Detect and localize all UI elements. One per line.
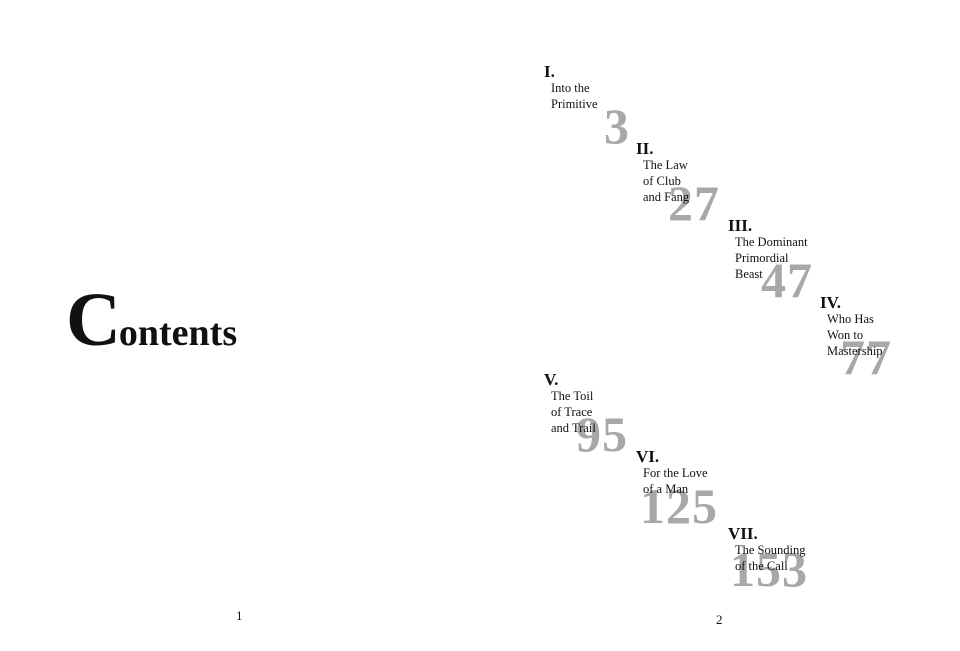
chapter-numeral: VII. xyxy=(728,524,758,543)
left-page: Contents 1 xyxy=(66,282,243,623)
chapter-numeral: II. xyxy=(636,139,654,158)
folio-right: 2 xyxy=(716,612,723,627)
toc-entry-2[interactable]: 27 II. The Law of Club and Fang xyxy=(636,139,766,228)
chapter-numeral: I. xyxy=(544,62,555,81)
right-page: 3 I. Into the Primitive 27 II. The Law o… xyxy=(480,0,960,651)
chapter-numeral: III. xyxy=(728,216,753,235)
toc-entry-5[interactable]: 95 V. The Toil of Trace and Trail xyxy=(544,370,674,459)
chapter-title: For the Love of a Man xyxy=(643,466,708,496)
chapter-title: Into the Primitive xyxy=(551,81,598,111)
chapter-title: The Toil of Trace and Trail xyxy=(551,389,596,435)
chapter-numeral: IV. xyxy=(820,293,841,312)
page-number: 77 xyxy=(840,329,892,385)
toc-entry-7[interactable]: 153 VII. The Sounding of the Call xyxy=(728,525,858,605)
page-number: 27 xyxy=(668,175,720,231)
folio-left: 1 xyxy=(236,608,243,623)
contents-heading-initial: C xyxy=(66,278,121,362)
chapter-title: Who Has Won to Mastership xyxy=(827,312,883,358)
chapter-title: The Law of Club and Fang xyxy=(643,158,690,204)
chapter-numeral: V. xyxy=(544,370,559,389)
chapter-numeral: VI. xyxy=(636,447,660,466)
page-number: 153 xyxy=(730,541,808,597)
toc-entry-1[interactable]: 3 I. Into the Primitive xyxy=(544,62,674,151)
contents-heading-rest: ontents xyxy=(118,312,238,354)
page-number: 47 xyxy=(761,252,813,308)
page-number: 3 xyxy=(604,98,630,154)
toc-entry-6[interactable]: 125 VI. For the Love of a Man xyxy=(636,447,766,534)
page-number: 125 xyxy=(640,478,718,534)
chapter-title: The Sounding of the Call xyxy=(735,543,806,573)
chapter-title: The Dominant Primordial Beast xyxy=(735,235,808,281)
contents-heading: Contents xyxy=(66,282,237,358)
toc-entry-3[interactable]: 47 III. The Dominant Primordial Beast xyxy=(728,216,858,305)
page-number: 95 xyxy=(576,406,628,462)
toc-entry-4[interactable]: 77 IV. Who Has Won to Mastership xyxy=(820,293,950,382)
